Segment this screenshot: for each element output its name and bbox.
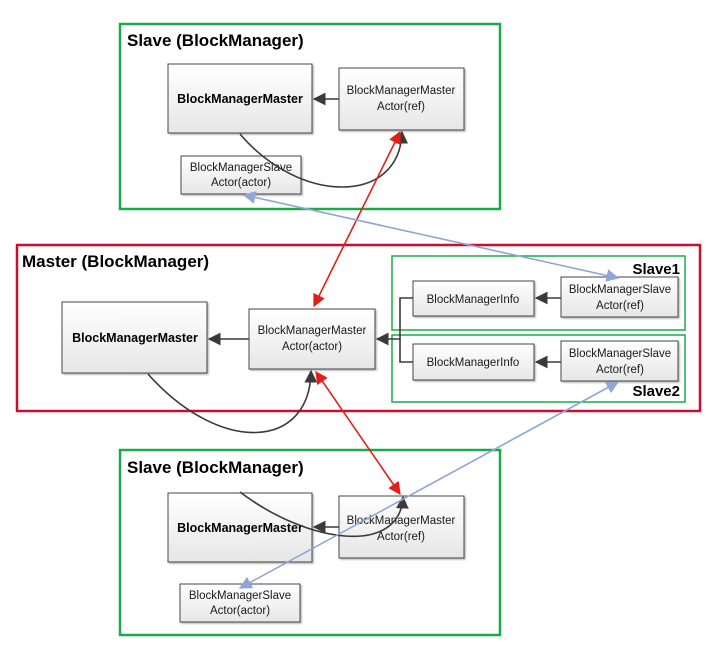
slave-top-title: Slave (BlockManager) bbox=[127, 31, 304, 50]
master-master-to-actor-curve bbox=[147, 369, 318, 434]
box-label: Actor(ref) bbox=[377, 531, 425, 543]
top-block-manager-master-box: BlockManagerMaster bbox=[167, 63, 313, 134]
master-block-manager-master-box: BlockManagerMaster bbox=[61, 301, 208, 374]
master-title: Master (BlockManager) bbox=[22, 252, 209, 271]
top-block-manager-master-actor-box: BlockManagerMaster Actor(ref) bbox=[338, 67, 465, 131]
slave2-block-manager-info-box: BlockManagerInfo bbox=[412, 343, 535, 381]
box-label: Actor(ref) bbox=[377, 101, 425, 113]
box-label: Actor(ref) bbox=[596, 364, 644, 376]
box-label: BlockManagerMaster bbox=[177, 92, 303, 106]
bottom-blue-bidirectional-link bbox=[238, 381, 620, 589]
bottom-block-manager-master-box: BlockManagerMaster bbox=[167, 492, 313, 563]
box-label: BlockManagerSlave bbox=[569, 284, 671, 296]
box-label: BlockManagerInfo bbox=[427, 357, 520, 369]
box-label: BlockManagerMaster bbox=[177, 521, 303, 535]
bottom-red-bidirectional-link bbox=[315, 370, 401, 496]
bottom-block-manager-slave-actor-box: BlockManagerSlave Actor(actor) bbox=[179, 583, 301, 623]
box-label: Actor(actor) bbox=[210, 605, 270, 617]
box-label: Actor(actor) bbox=[282, 341, 342, 353]
slave1-title: Slave1 bbox=[632, 261, 680, 278]
box-label: BlockManagerSlave bbox=[190, 162, 292, 174]
box-label: Actor(actor) bbox=[211, 177, 271, 189]
slave1-info-to-master-actor-arrow bbox=[375, 297, 413, 346]
box-label: BlockManagerMaster bbox=[347, 85, 456, 97]
slave1-block-manager-slave-actor-box: BlockManagerSlave Actor(ref) bbox=[560, 276, 679, 318]
slave-bottom-title: Slave (BlockManager) bbox=[127, 458, 304, 477]
box-label: BlockManagerSlave bbox=[189, 590, 291, 602]
box-label: Actor(ref) bbox=[596, 300, 644, 312]
slave2-title: Slave2 bbox=[632, 383, 680, 400]
box-label: BlockManagerMaster bbox=[258, 325, 367, 337]
box-label: BlockManagerSlave bbox=[569, 348, 671, 360]
slave1-block-manager-info-box: BlockManagerInfo bbox=[412, 280, 535, 317]
box-label: BlockManagerInfo bbox=[427, 294, 520, 306]
top-blue-bidirectional-link bbox=[242, 191, 620, 282]
box-label: BlockManagerMaster bbox=[72, 331, 198, 345]
top-block-manager-slave-actor-box: BlockManagerSlave Actor(actor) bbox=[180, 155, 302, 195]
slave2-block-manager-slave-actor-box: BlockManagerSlave Actor(ref) bbox=[560, 340, 679, 382]
slave2-info-to-bracket-line bbox=[399, 339, 413, 363]
top-red-bidirectional-link bbox=[313, 130, 401, 308]
master-block-manager-master-actor-box: BlockManagerMaster Actor(actor) bbox=[248, 308, 376, 370]
